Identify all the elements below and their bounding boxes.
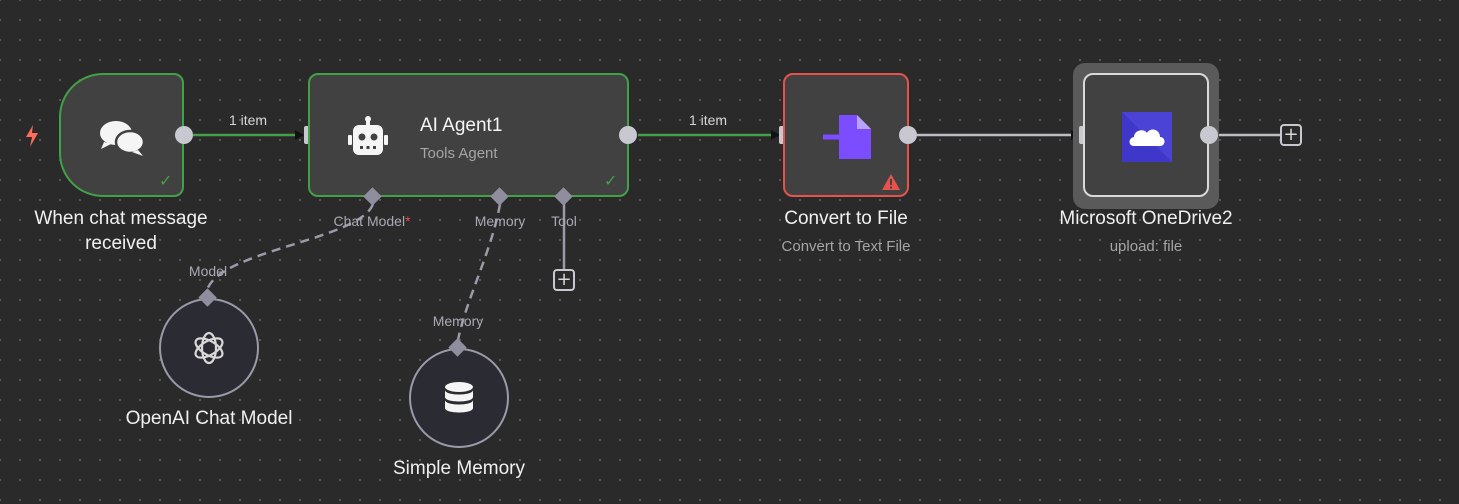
onedrive-node[interactable] [1083, 73, 1209, 197]
onedrive-cloud-icon [1122, 112, 1172, 162]
openai-chat-model-node[interactable] [159, 298, 259, 398]
ai-agent-title: AI Agent1 [420, 115, 503, 136]
edge-label-trigger-agent: 1 item [228, 112, 268, 128]
openai-chat-model-title: OpenAI Chat Model [125, 408, 293, 429]
convert-output-handle[interactable] [899, 126, 917, 144]
convert-to-file-subtitle: Convert to Text File [781, 238, 911, 255]
memory-port-label: Memory [474, 213, 526, 229]
arrow-head [295, 130, 304, 140]
success-check-icon: ✓ [604, 171, 618, 190]
robot-icon [348, 116, 388, 155]
onedrive-title: Microsoft OneDrive2 [1059, 208, 1233, 229]
edge-label-agent-convert: 1 item [688, 112, 728, 128]
agent-output-handle[interactable] [619, 126, 637, 144]
database-icon [445, 382, 473, 413]
convert-to-file-title: Convert to File [784, 208, 908, 229]
ai-agent-node[interactable]: AI Agent1 Tools Agent ✓ [308, 73, 629, 197]
onedrive-subtitle: upload: file [1109, 238, 1183, 255]
edge-model-to-agent[interactable] [205, 203, 375, 291]
simple-memory-node[interactable] [409, 348, 509, 448]
edge-memory-to-agent[interactable] [456, 203, 502, 341]
simple-memory-port-label: Memory [432, 313, 484, 329]
add-next-node-button[interactable]: + [1280, 124, 1302, 146]
warning-icon [882, 174, 900, 190]
openai-model-port-label: Model [188, 263, 228, 279]
convert-to-file-node[interactable] [783, 73, 909, 197]
simple-memory-title: Simple Memory [393, 458, 525, 479]
success-check-icon: ✓ [159, 171, 173, 190]
chat-model-port-label: Chat Model* [333, 213, 411, 229]
trigger-bolt-icon [26, 125, 38, 147]
add-tool-button[interactable]: + [553, 269, 575, 291]
onedrive-output-handle[interactable] [1200, 126, 1218, 144]
arrow-head [771, 130, 780, 140]
file-import-icon [823, 115, 871, 159]
chat-trigger-label-line1: When chat message [34, 208, 208, 229]
openai-icon [194, 331, 224, 365]
trigger-output-handle[interactable] [175, 126, 193, 144]
chat-trigger-label-line2: received [85, 233, 157, 254]
tool-port-label: Tool [551, 213, 577, 229]
chat-bubbles-icon [100, 121, 146, 156]
ai-agent-subtitle: Tools Agent [420, 145, 498, 162]
chat-trigger-node[interactable]: ✓ [59, 73, 184, 197]
